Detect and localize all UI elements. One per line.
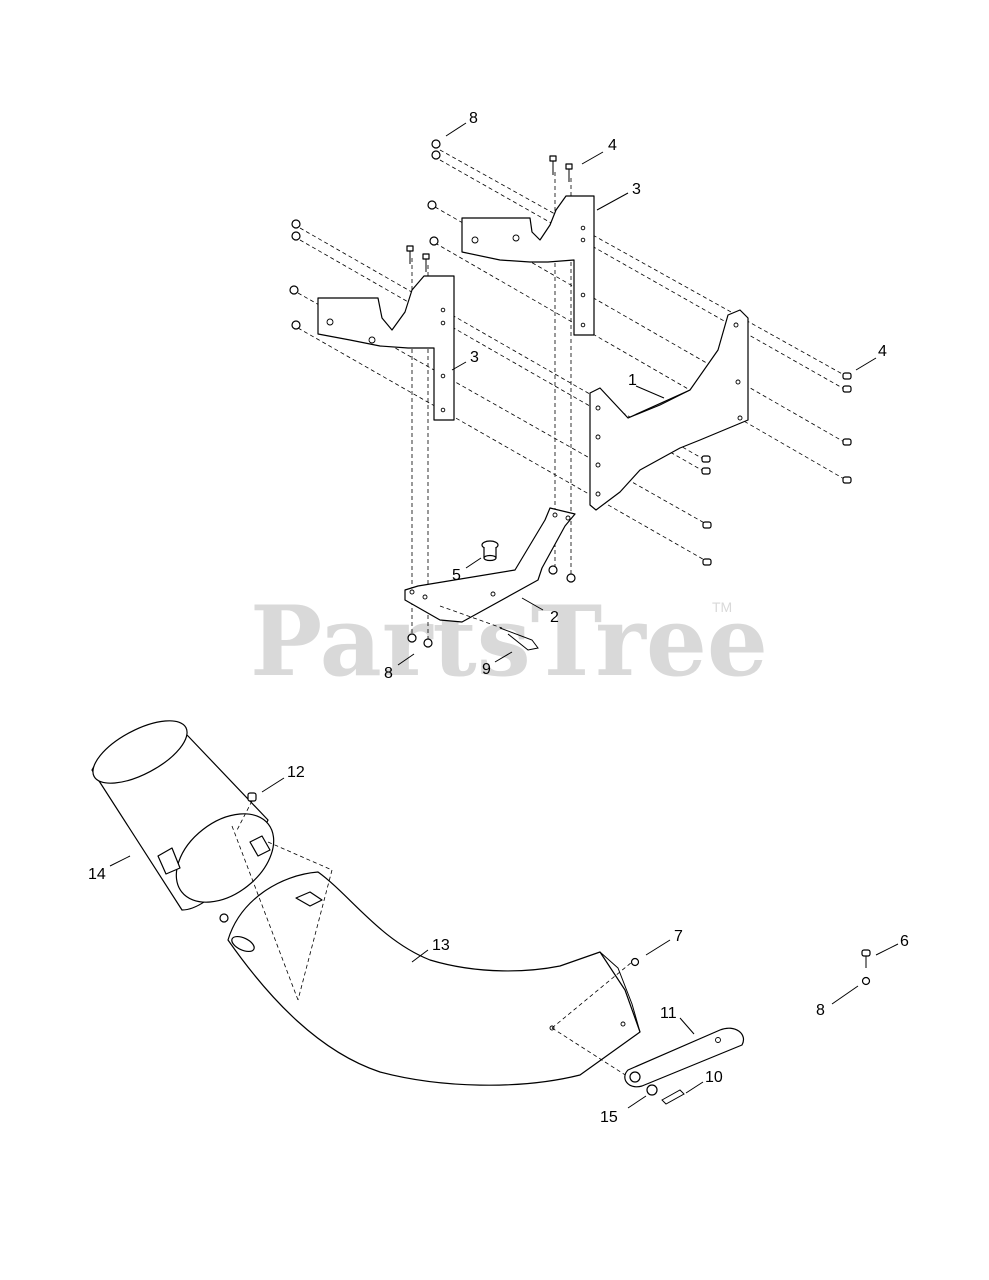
callout-7: 7 bbox=[674, 928, 683, 945]
callout-5: 5 bbox=[452, 567, 461, 584]
part-9-hairpin-clip bbox=[439, 605, 539, 651]
callout-4-top: 4 bbox=[608, 137, 617, 154]
part-7-nut bbox=[630, 957, 640, 967]
hardware-bolts-upper bbox=[406, 155, 852, 566]
bolt bbox=[422, 253, 430, 272]
nut bbox=[548, 565, 558, 575]
part-15-washer bbox=[646, 1084, 658, 1096]
callout-1: 1 bbox=[628, 372, 637, 389]
callout-8-bottom: 8 bbox=[384, 665, 393, 682]
callout-3-front: 3 bbox=[470, 349, 479, 366]
callout-12: 12 bbox=[287, 764, 305, 781]
watermark: PartsTree TM bbox=[250, 585, 768, 698]
hardware-nuts-upper bbox=[289, 139, 576, 648]
callout-8-right: 8 bbox=[816, 1002, 825, 1019]
bolt bbox=[701, 467, 711, 475]
watermark-trademark: TM bbox=[712, 599, 732, 615]
callout-3-rear: 3 bbox=[632, 181, 641, 198]
part-1-mount-bracket bbox=[589, 309, 749, 511]
bolt bbox=[702, 521, 712, 529]
callout-14: 14 bbox=[88, 866, 106, 883]
nut bbox=[429, 236, 439, 246]
nut bbox=[291, 231, 301, 241]
part-6-bolt bbox=[861, 949, 871, 968]
bolt bbox=[702, 558, 712, 566]
callout-13: 13 bbox=[432, 937, 450, 954]
nut bbox=[427, 200, 437, 210]
nut bbox=[431, 139, 441, 149]
part-12-screw bbox=[235, 792, 257, 833]
bolt bbox=[565, 163, 573, 182]
watermark-brand: PartsTree bbox=[250, 585, 768, 698]
part-13-discharge-chute bbox=[227, 825, 641, 1086]
callout-4-right: 4 bbox=[878, 343, 887, 360]
bolt bbox=[842, 372, 852, 380]
bolt bbox=[842, 438, 852, 446]
callout-11: 11 bbox=[660, 1005, 677, 1022]
bolt bbox=[406, 245, 414, 264]
part-11-link-rod bbox=[624, 1027, 744, 1088]
nut bbox=[407, 633, 417, 643]
bolt bbox=[842, 385, 852, 393]
callout-6: 6 bbox=[900, 933, 909, 950]
callout-15: 15 bbox=[600, 1109, 618, 1126]
bolt bbox=[701, 455, 711, 463]
part-3-front-bracket bbox=[317, 275, 455, 421]
nut bbox=[566, 573, 576, 583]
nut bbox=[291, 320, 301, 330]
bolt bbox=[549, 155, 557, 175]
part-3-rear-bracket bbox=[461, 195, 595, 336]
part-2-lower-bracket bbox=[404, 507, 576, 623]
part-8-nut bbox=[861, 976, 871, 986]
nut bbox=[431, 150, 441, 160]
part-5-pin bbox=[481, 540, 499, 562]
nut bbox=[289, 285, 299, 295]
callout-2: 2 bbox=[550, 609, 559, 626]
part-14-collector-tube bbox=[91, 720, 275, 923]
part-10-cotter-pin bbox=[661, 1089, 685, 1105]
callout-9: 9 bbox=[482, 661, 491, 678]
callout-8-top: 8 bbox=[469, 110, 478, 127]
callout-leaders bbox=[109, 122, 899, 1109]
callout-10: 10 bbox=[705, 1069, 723, 1086]
nut bbox=[291, 219, 301, 229]
nut bbox=[423, 638, 433, 648]
callout-labels: 1 2 3 3 4 4 5 6 7 8 8 8 9 10 11 12 13 14… bbox=[88, 110, 909, 1126]
bolt bbox=[842, 476, 852, 484]
